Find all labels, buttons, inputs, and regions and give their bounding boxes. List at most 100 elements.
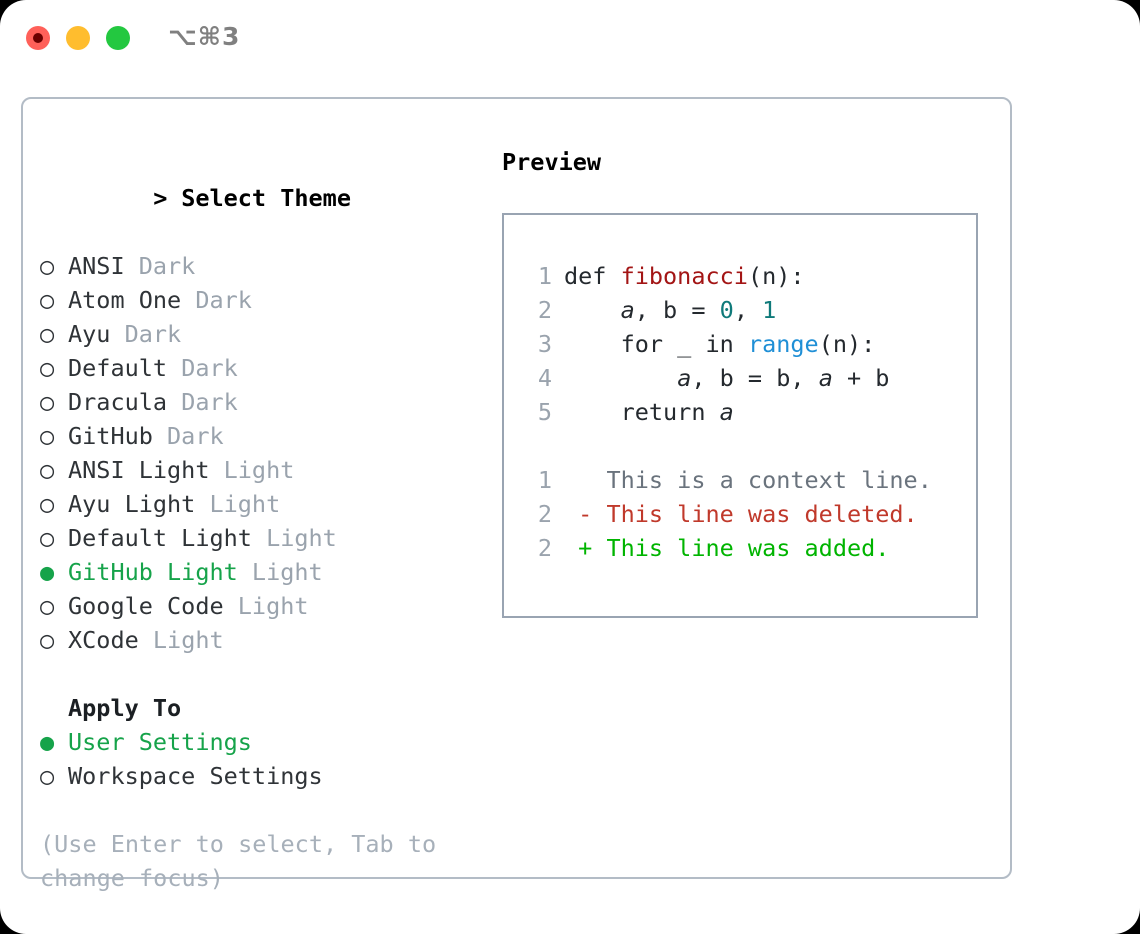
theme-variant-badge: Dark — [152, 422, 224, 450]
code-token — [564, 364, 677, 392]
select-theme-header: > Select Theme — [40, 147, 480, 249]
apply-to-title: Apply To — [68, 694, 182, 722]
theme-name: Atom One — [68, 286, 182, 314]
theme-list-item[interactable]: ○XCode Light — [40, 623, 480, 657]
apply-to-label: Workspace Settings — [68, 762, 323, 790]
code-token — [564, 296, 621, 324]
code-token: return — [564, 398, 720, 426]
code-line: 2 a, b = 0, 1 — [526, 293, 976, 327]
diff-line: 1 This is a context line. — [526, 463, 976, 497]
code-token: b — [663, 296, 678, 324]
theme-variant-badge: Light — [223, 592, 309, 620]
line-number: 2 — [537, 534, 552, 562]
theme-name: Ayu Light — [68, 490, 196, 518]
code-token: , — [733, 296, 763, 324]
code-token: for _ in — [564, 330, 748, 358]
keyboard-hint-text: (Use Enter to select, Tab to change focu… — [40, 830, 437, 892]
radio-selected-icon: ● — [40, 728, 55, 756]
code-line: 4 a, b = b, a + b — [526, 361, 976, 395]
theme-list-item[interactable]: ○Default Dark — [40, 351, 480, 385]
minimize-button[interactable] — [66, 26, 90, 50]
theme-name: ANSI Light — [68, 456, 210, 484]
theme-variant-badge: Light — [251, 524, 337, 552]
radio-unselected-icon: ○ — [40, 354, 55, 382]
radio-unselected-icon: ○ — [40, 388, 55, 416]
close-button[interactable] — [26, 26, 50, 50]
theme-list-item[interactable]: ●GitHub Light Light — [40, 555, 480, 589]
diff-line: 2 - This line was deleted. — [526, 497, 976, 531]
line-number: 1 — [537, 262, 552, 290]
theme-variant-badge: Dark — [167, 388, 238, 416]
code-token: + b — [832, 364, 890, 392]
diff-sign: + — [564, 534, 593, 562]
code-token: 1 — [762, 296, 777, 324]
diff-text: This line was deleted. — [592, 500, 918, 528]
theme-list-item[interactable]: ○ Ayu Light Light — [40, 487, 480, 521]
line-number: 2 — [537, 500, 552, 528]
code-token: def — [564, 262, 621, 290]
theme-name: Dracula — [68, 388, 168, 416]
theme-name: Ayu — [68, 320, 111, 348]
diff-sample: 1 This is a context line.2 - This line w… — [526, 463, 976, 565]
theme-name: XCode — [68, 626, 139, 654]
select-theme-title: Select Theme — [181, 184, 351, 212]
line-number: 4 — [537, 364, 552, 392]
apply-to-list: ● User Settings ○ Workspace Settings — [40, 725, 480, 793]
theme-variant-badge: Dark — [167, 354, 238, 382]
apply-to-header: Apply To — [40, 691, 480, 725]
theme-list-item[interactable]: ○ANSI Light Light — [40, 453, 480, 487]
theme-variant-badge: Light — [195, 490, 281, 518]
diff-sign — [564, 466, 592, 494]
radio-unselected-icon: ○ — [40, 252, 55, 280]
radio-unselected-icon: ○ — [40, 762, 55, 790]
theme-name: GitHub — [68, 422, 153, 450]
theme-name: ANSI — [68, 252, 125, 280]
code-token: range — [747, 330, 819, 358]
apply-to-label: User Settings — [68, 728, 252, 756]
theme-variant-badge: Dark — [124, 252, 196, 280]
line-number: 5 — [537, 398, 552, 426]
theme-list-item[interactable]: ○Atom One Dark — [40, 283, 480, 317]
radio-unselected-icon: ○ — [40, 490, 55, 518]
code-token: a — [620, 296, 635, 324]
diff-text: This is a context line. — [592, 466, 932, 494]
theme-variant-badge: Dark — [110, 320, 182, 348]
code-token: , b = b, — [691, 364, 819, 392]
code-line: 3 for _ in range(n): — [526, 327, 976, 361]
apply-to-item[interactable]: ○ Workspace Settings — [40, 759, 480, 793]
theme-name: Default Light — [68, 524, 252, 552]
theme-variant-badge: Light — [209, 456, 295, 484]
line-number: 1 — [537, 466, 552, 494]
code-token: a — [677, 364, 692, 392]
theme-name: GitHub Light — [68, 558, 238, 586]
theme-list-item[interactable]: ○Google Code Light — [40, 589, 480, 623]
keyboard-shortcut-label: ⌥⌘3 — [168, 22, 241, 51]
code-token: fibonacci — [620, 262, 748, 290]
code-line: 5 return a — [526, 395, 976, 429]
prompt-caret-icon: > — [153, 184, 168, 212]
window-controls — [26, 26, 130, 50]
radio-unselected-icon: ○ — [40, 592, 55, 620]
theme-list-item[interactable]: ○ GitHub Dark — [40, 419, 480, 453]
radio-selected-icon: ● — [40, 558, 55, 586]
theme-list-item[interactable]: ○ Dracula Dark — [40, 385, 480, 419]
line-number: 3 — [537, 330, 552, 358]
apply-to-item[interactable]: ● User Settings — [40, 725, 480, 759]
radio-unselected-icon: ○ — [40, 422, 55, 450]
maximize-button[interactable] — [106, 26, 130, 50]
radio-unselected-icon: ○ — [40, 626, 55, 654]
preview-title: Preview — [502, 148, 602, 176]
theme-list: ○ANSI Dark○Atom One Dark○Ayu Dark○Defaul… — [40, 249, 480, 657]
theme-list-item[interactable]: ○Ayu Dark — [40, 317, 480, 351]
spacer — [40, 657, 480, 691]
code-token: = — [677, 296, 720, 324]
theme-list-item[interactable]: ○ ANSI Dark — [40, 249, 480, 283]
radio-unselected-icon: ○ — [40, 524, 55, 552]
radio-unselected-icon: ○ — [40, 286, 55, 314]
theme-list-item[interactable]: ○ Default Light Light — [40, 521, 480, 555]
code-token: (n): — [818, 330, 876, 358]
code-token: a — [818, 364, 833, 392]
